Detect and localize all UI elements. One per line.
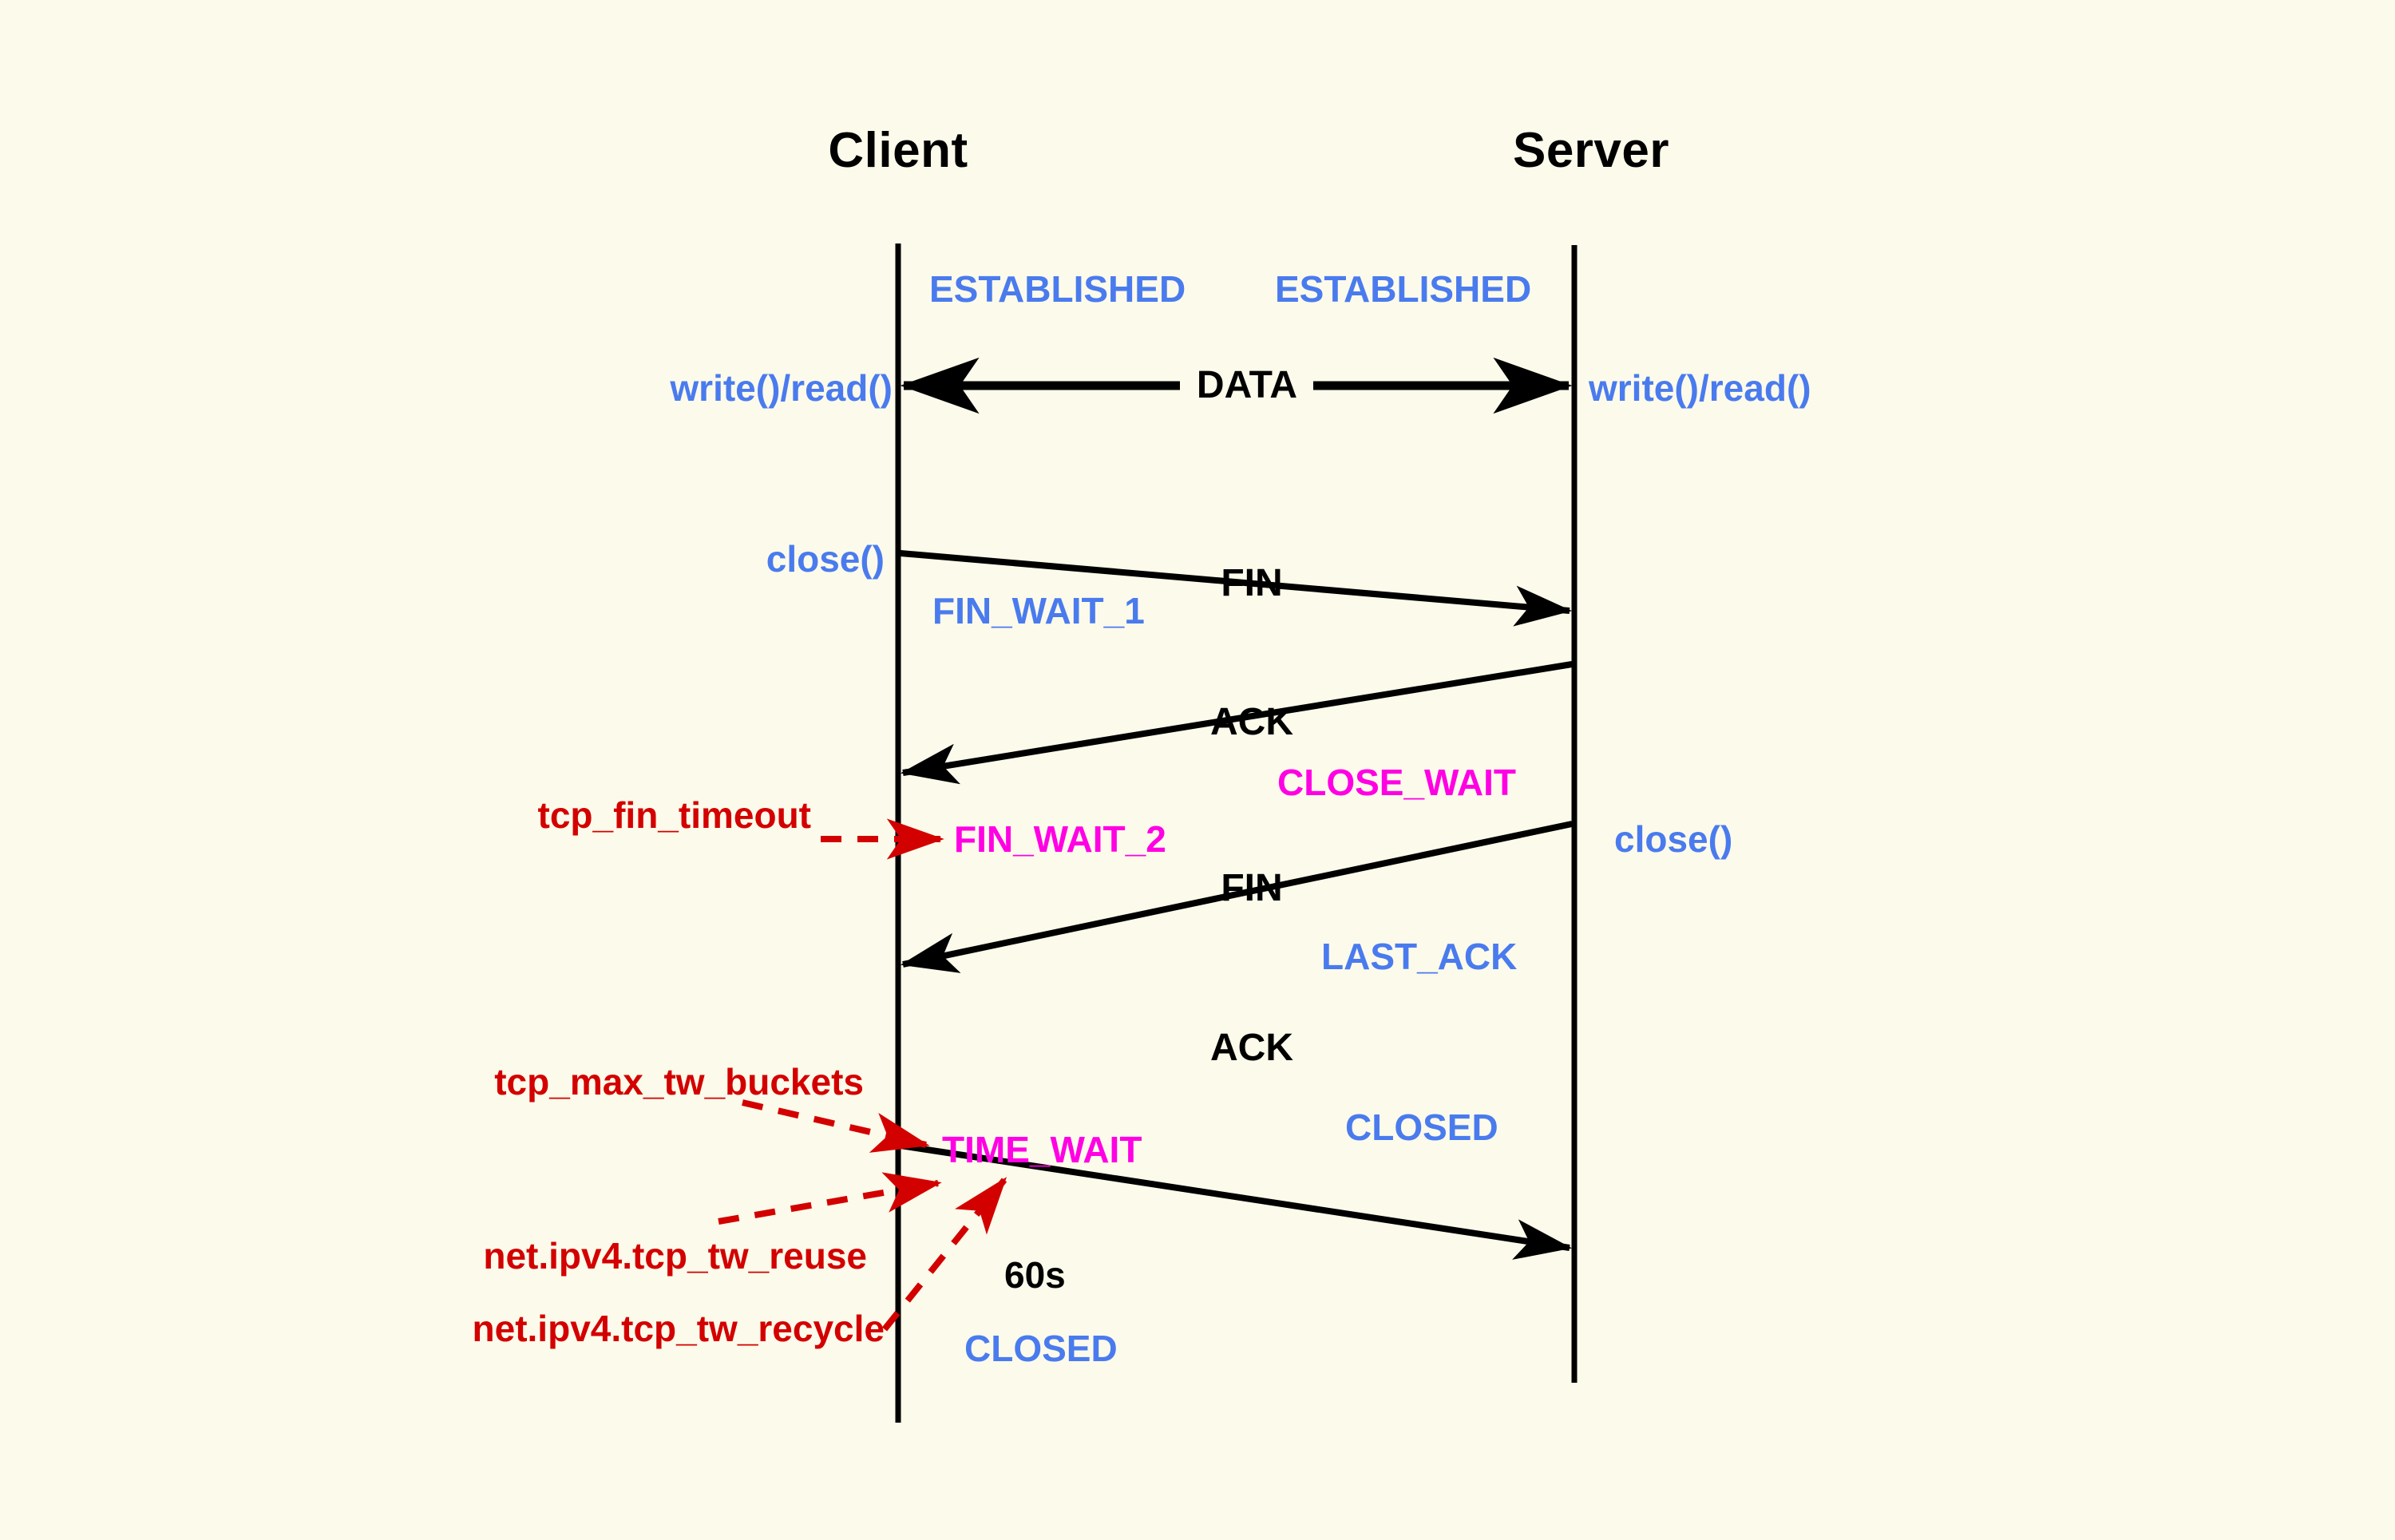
client-api-close: close() — [766, 538, 885, 580]
server-state-last-ack: LAST_ACK — [1321, 936, 1518, 977]
message-arrow-fin-2 — [900, 821, 1573, 973]
annotation-arrow-tw-recycle — [881, 1177, 1007, 1332]
sysctl-tcp-tw-reuse: net.ipv4.tcp_tw_reuse — [483, 1235, 867, 1277]
server-state-closed: CLOSED — [1345, 1107, 1498, 1148]
message-arrow-ack-1 — [900, 661, 1573, 785]
annotation-arrow-tw-reuse — [718, 1172, 942, 1225]
message-label-fin-1: FIN — [1221, 562, 1283, 604]
client-state-time-wait: TIME_WAIT — [942, 1129, 1142, 1170]
server-api-close: close() — [1614, 818, 1733, 860]
sysctl-tcp-fin-timeout: tcp_fin_timeout — [537, 794, 811, 836]
client-api-write-read: write()/read() — [670, 367, 893, 409]
peer-title-server: Server — [1512, 123, 1670, 178]
sysctl-tcp-max-tw-buckets: tcp_max_tw_buckets — [494, 1061, 864, 1103]
annotation-arrow-tcp-max-tw-buckets — [742, 1099, 930, 1153]
client-state-fin-wait-1: FIN_WAIT_1 — [932, 590, 1145, 631]
message-label-ack-1: ACK — [1210, 701, 1293, 743]
client-state-established: ESTABLISHED — [929, 268, 1186, 310]
message-arrow-ack-2 — [900, 1142, 1573, 1260]
peer-title-client: Client — [828, 123, 968, 178]
client-state-closed: CLOSED — [964, 1328, 1118, 1369]
message-label-fin-2: FIN — [1221, 867, 1283, 909]
server-state-close-wait: CLOSE_WAIT — [1277, 762, 1517, 803]
server-state-established: ESTABLISHED — [1275, 268, 1532, 310]
message-arrow-fin-1 — [900, 550, 1573, 627]
message-label-ack-2: ACK — [1210, 1027, 1293, 1069]
sysctl-tcp-tw-recycle: net.ipv4.tcp_tw_recycle — [472, 1308, 885, 1349]
time-wait-duration: 60s — [1004, 1254, 1066, 1296]
server-api-write-read: write()/read() — [1589, 367, 1811, 409]
message-label-data: DATA — [1196, 364, 1298, 406]
client-state-fin-wait-2: FIN_WAIT_2 — [954, 818, 1166, 860]
